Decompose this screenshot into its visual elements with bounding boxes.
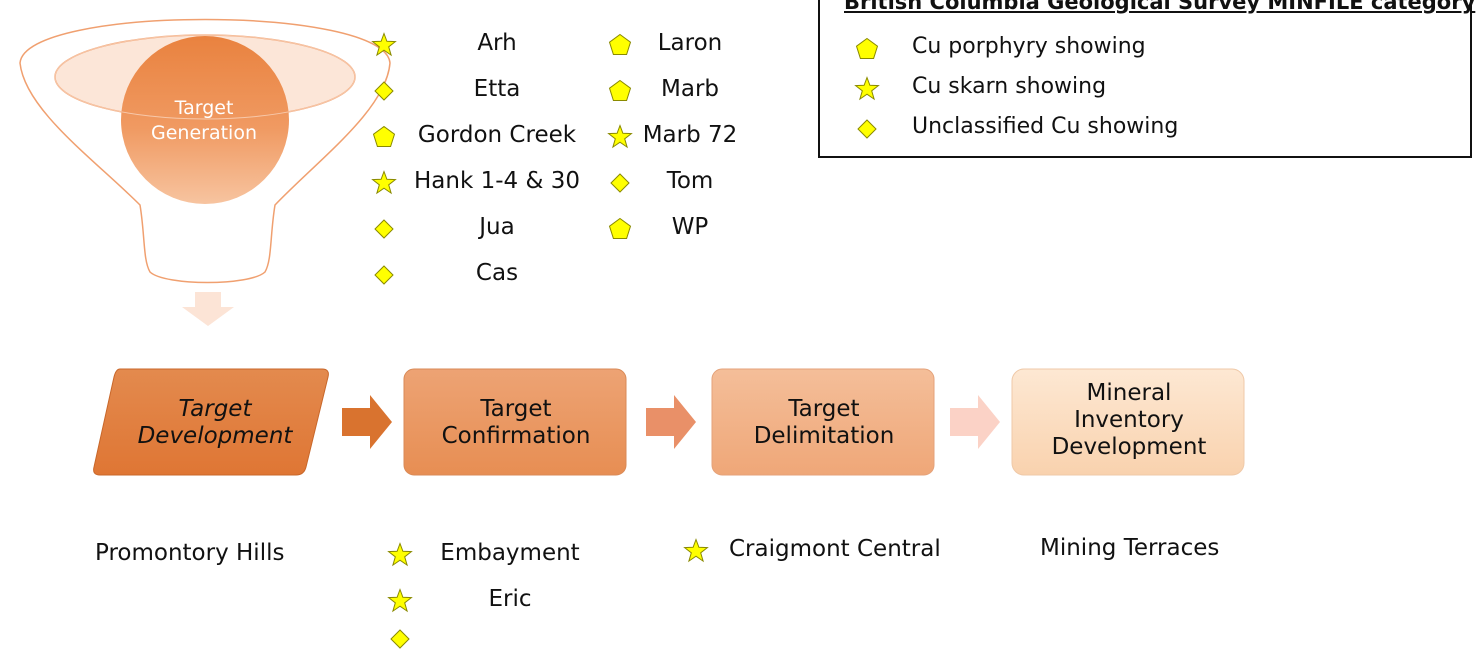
diamond-icon xyxy=(854,116,880,142)
legend-label: Cu skarn showing xyxy=(912,74,1107,99)
pentagon-icon xyxy=(607,78,633,104)
pentagon-icon xyxy=(854,36,880,62)
generation-target-name: Arh xyxy=(477,30,517,56)
funnel xyxy=(19,18,391,326)
generation-target-name: Cas xyxy=(475,260,519,286)
star-icon xyxy=(607,124,633,150)
star-icon xyxy=(371,170,397,196)
stage-label-delimitation: Target Delimitation xyxy=(753,396,895,449)
legend-title: British Columbia Geological Survey MINFI… xyxy=(844,0,1476,14)
generation-target-name: Etta xyxy=(473,76,521,102)
generation-target-name: Tom xyxy=(666,168,714,194)
stage-flow xyxy=(93,368,1245,476)
diamond-icon xyxy=(371,262,397,288)
stage-box-inventory xyxy=(1011,368,1245,476)
generation-target-name: Jua xyxy=(479,214,515,240)
property-name: Embayment xyxy=(440,540,580,566)
legend-label: Unclassified Cu showing xyxy=(912,114,1179,139)
star-icon xyxy=(387,542,413,568)
generation-target-name: Laron xyxy=(657,30,723,56)
generation-target-name: Marb 72 xyxy=(642,122,738,148)
generation-target-name: Marb xyxy=(661,76,719,102)
star-icon xyxy=(371,32,397,58)
legend-box: British Columbia Geological Survey MINFI… xyxy=(818,0,1476,158)
stage-box-confirmation xyxy=(403,368,627,476)
star-icon xyxy=(683,538,709,564)
generation-target-name: WP xyxy=(671,214,709,240)
property-name: Promontory Hills xyxy=(95,540,285,566)
pentagon-icon xyxy=(371,124,397,150)
diamond-icon xyxy=(371,78,397,104)
property-name: Mining Terraces xyxy=(1040,535,1220,561)
property-name: Craigmont Central xyxy=(729,536,941,562)
diamond-icon xyxy=(607,170,633,196)
generation-target-name: Hank 1-4 & 30 xyxy=(414,168,580,194)
stage-box-delimitation xyxy=(711,368,935,476)
diamond-icon xyxy=(371,216,397,242)
funnel-label: Target Generation xyxy=(151,97,257,144)
stage-label-development: Target Development xyxy=(137,396,293,449)
legend-label: Cu porphyry showing xyxy=(912,34,1146,59)
generation-target-name: Gordon Creek xyxy=(417,122,577,148)
pentagon-icon xyxy=(607,32,633,58)
diamond-icon xyxy=(387,626,413,652)
stage-label-inventory: Mineral Inventory Development xyxy=(1051,379,1207,460)
pentagon-icon xyxy=(607,216,633,242)
stage-box-development xyxy=(93,368,329,476)
star-icon xyxy=(387,588,413,614)
property-name: Eric xyxy=(488,586,532,612)
star-icon xyxy=(854,76,880,102)
stage-label-confirmation: Target Confirmation xyxy=(441,396,591,449)
